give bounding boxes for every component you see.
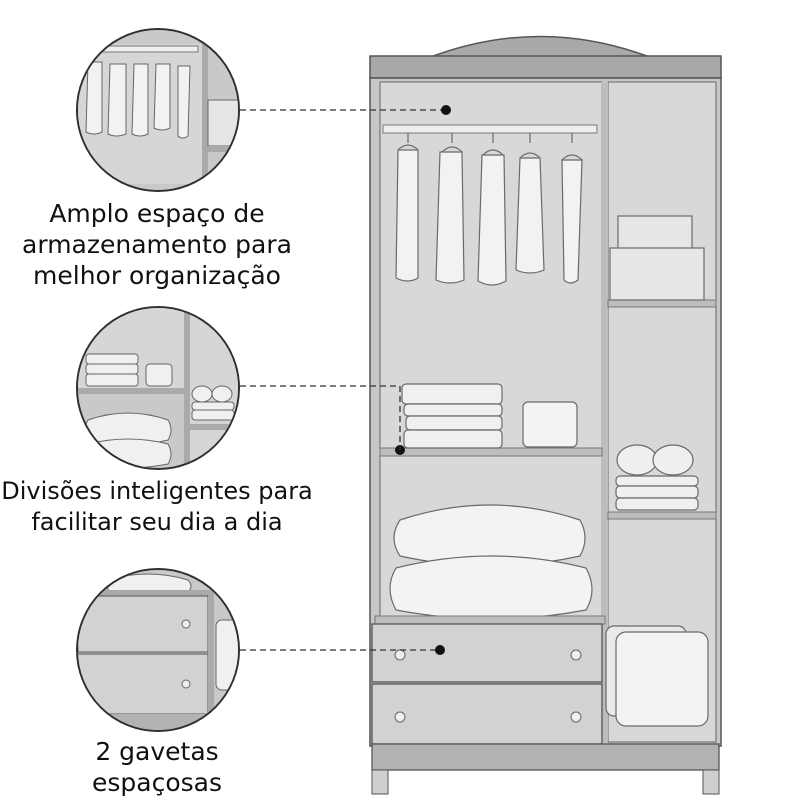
folded-clothes-stack <box>401 383 503 449</box>
leg-left <box>371 769 389 795</box>
drawer-bottom-knob-right <box>570 711 582 723</box>
caption-storage: Amplo espaço de armazenamento para melho… <box>0 198 314 291</box>
connector-dot-storage <box>441 105 451 115</box>
caption-storage-line-3: melhor organização <box>33 261 281 290</box>
caption-drawers-line-2: espaçosas <box>91 768 222 797</box>
caption-dividers: Divisões inteligentes para facilitar seu… <box>0 476 314 538</box>
garment-4 <box>515 157 545 274</box>
bottom-shelf <box>374 615 606 625</box>
rolled-towels <box>615 444 699 511</box>
garment-1 <box>395 149 419 282</box>
callout-dividers <box>76 306 240 470</box>
wardrobe-crown <box>427 35 653 59</box>
vertical-divider <box>601 82 608 742</box>
left-shelf <box>379 447 603 457</box>
leg-right <box>702 769 720 795</box>
hanging-clothes <box>395 133 583 286</box>
drawer-top <box>371 623 603 683</box>
garment-3 <box>477 154 507 286</box>
callout-drawers <box>76 568 240 732</box>
caption-dividers-line-2: facilitar seu dia a dia <box>31 508 283 536</box>
storage-box-bottom <box>609 247 705 301</box>
diaper-box <box>522 401 578 448</box>
connector-lines <box>240 109 446 651</box>
caption-drawers-line-1: 2 gavetas <box>95 737 219 766</box>
callout-storage <box>76 28 240 192</box>
caption-dividers-line-1: Divisões inteligentes para <box>1 477 313 505</box>
hanging-rod <box>382 124 598 134</box>
wardrobe-top-board <box>369 55 722 79</box>
drawer-bottom-knob-left <box>394 711 406 723</box>
callout-storage-art <box>78 30 238 190</box>
caption-storage-line-1: Amplo espaço de <box>49 199 265 228</box>
wardrobe-base <box>371 743 720 771</box>
cushion-front <box>615 631 709 727</box>
storage-box-top <box>617 215 693 251</box>
garment-2 <box>435 151 465 284</box>
connector-dot-drawers <box>435 645 445 655</box>
right-shelf-2 <box>607 511 717 520</box>
callout-dividers-art <box>78 308 238 468</box>
garment-5 <box>561 159 583 284</box>
pillow-top <box>393 504 586 567</box>
caption-storage-line-2: armazenamento para <box>22 230 292 259</box>
right-shelf-1 <box>607 299 717 308</box>
pillow-bottom <box>389 555 593 620</box>
drawer-top-knob-right <box>570 649 582 661</box>
drawer-top-knob-left <box>394 649 406 661</box>
drawer-bottom <box>371 683 603 745</box>
callout-drawers-art <box>78 570 238 730</box>
caption-drawers: 2 gavetas espaçosas <box>0 736 314 798</box>
